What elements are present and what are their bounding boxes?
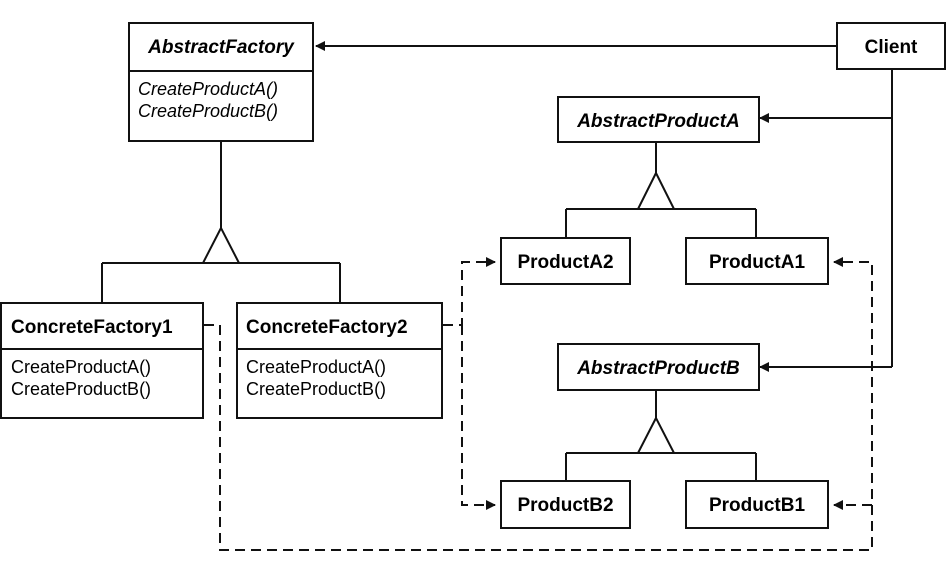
product-b1-class: ProductB1: [685, 480, 829, 529]
operation: CreateProductA(): [138, 79, 279, 99]
product-a2-class: ProductA2: [500, 237, 631, 285]
product-a-inheritance: [565, 143, 757, 237]
class-name: ConcreteFactory2: [246, 317, 408, 338]
class-divider: [238, 348, 441, 350]
class-name: Client: [864, 37, 918, 58]
concrete-factory1-class: ConcreteFactory1 CreateProductA() Create…: [0, 302, 204, 419]
operation: CreateProductB(): [138, 101, 279, 121]
concretefactory1-dependencies: [204, 257, 873, 551]
class-name: AbstractProductB: [577, 358, 740, 379]
operation: CreateProductB(): [246, 379, 387, 399]
product-b2-class: ProductB2: [500, 480, 631, 529]
operations-list: CreateProductA() CreateProductB(): [130, 72, 312, 122]
operation: CreateProductB(): [11, 379, 152, 399]
class-divider: [130, 70, 312, 72]
abstract-product-a-class: AbstractProductA: [557, 96, 760, 143]
product-a1-class: ProductA1: [685, 237, 829, 285]
class-name: ProductB1: [708, 495, 806, 516]
class-name: ProductA1: [708, 252, 806, 273]
operation: CreateProductA(): [246, 357, 387, 377]
class-divider: [2, 348, 202, 350]
operations-list: CreateProductA() CreateProductB(): [238, 350, 441, 400]
class-name: AbstractProductA: [577, 111, 740, 132]
product-b-inheritance: [565, 391, 757, 480]
concretefactory2-dependencies: [443, 257, 496, 510]
class-name: ConcreteFactory1: [11, 317, 173, 338]
abstract-product-b-class: AbstractProductB: [557, 343, 760, 391]
operations-list: CreateProductA() CreateProductB(): [2, 350, 202, 400]
abstract-factory-class: AbstractFactory CreateProductA() CreateP…: [128, 22, 314, 142]
class-name: ProductB2: [517, 495, 614, 516]
operation: CreateProductA(): [11, 357, 152, 377]
concrete-factory2-class: ConcreteFactory2 CreateProductA() Create…: [236, 302, 443, 419]
factory-inheritance: [101, 142, 341, 302]
class-name: AbstractFactory: [148, 37, 294, 58]
class-name: ProductA2: [517, 252, 614, 273]
client-class: Client: [836, 22, 946, 70]
